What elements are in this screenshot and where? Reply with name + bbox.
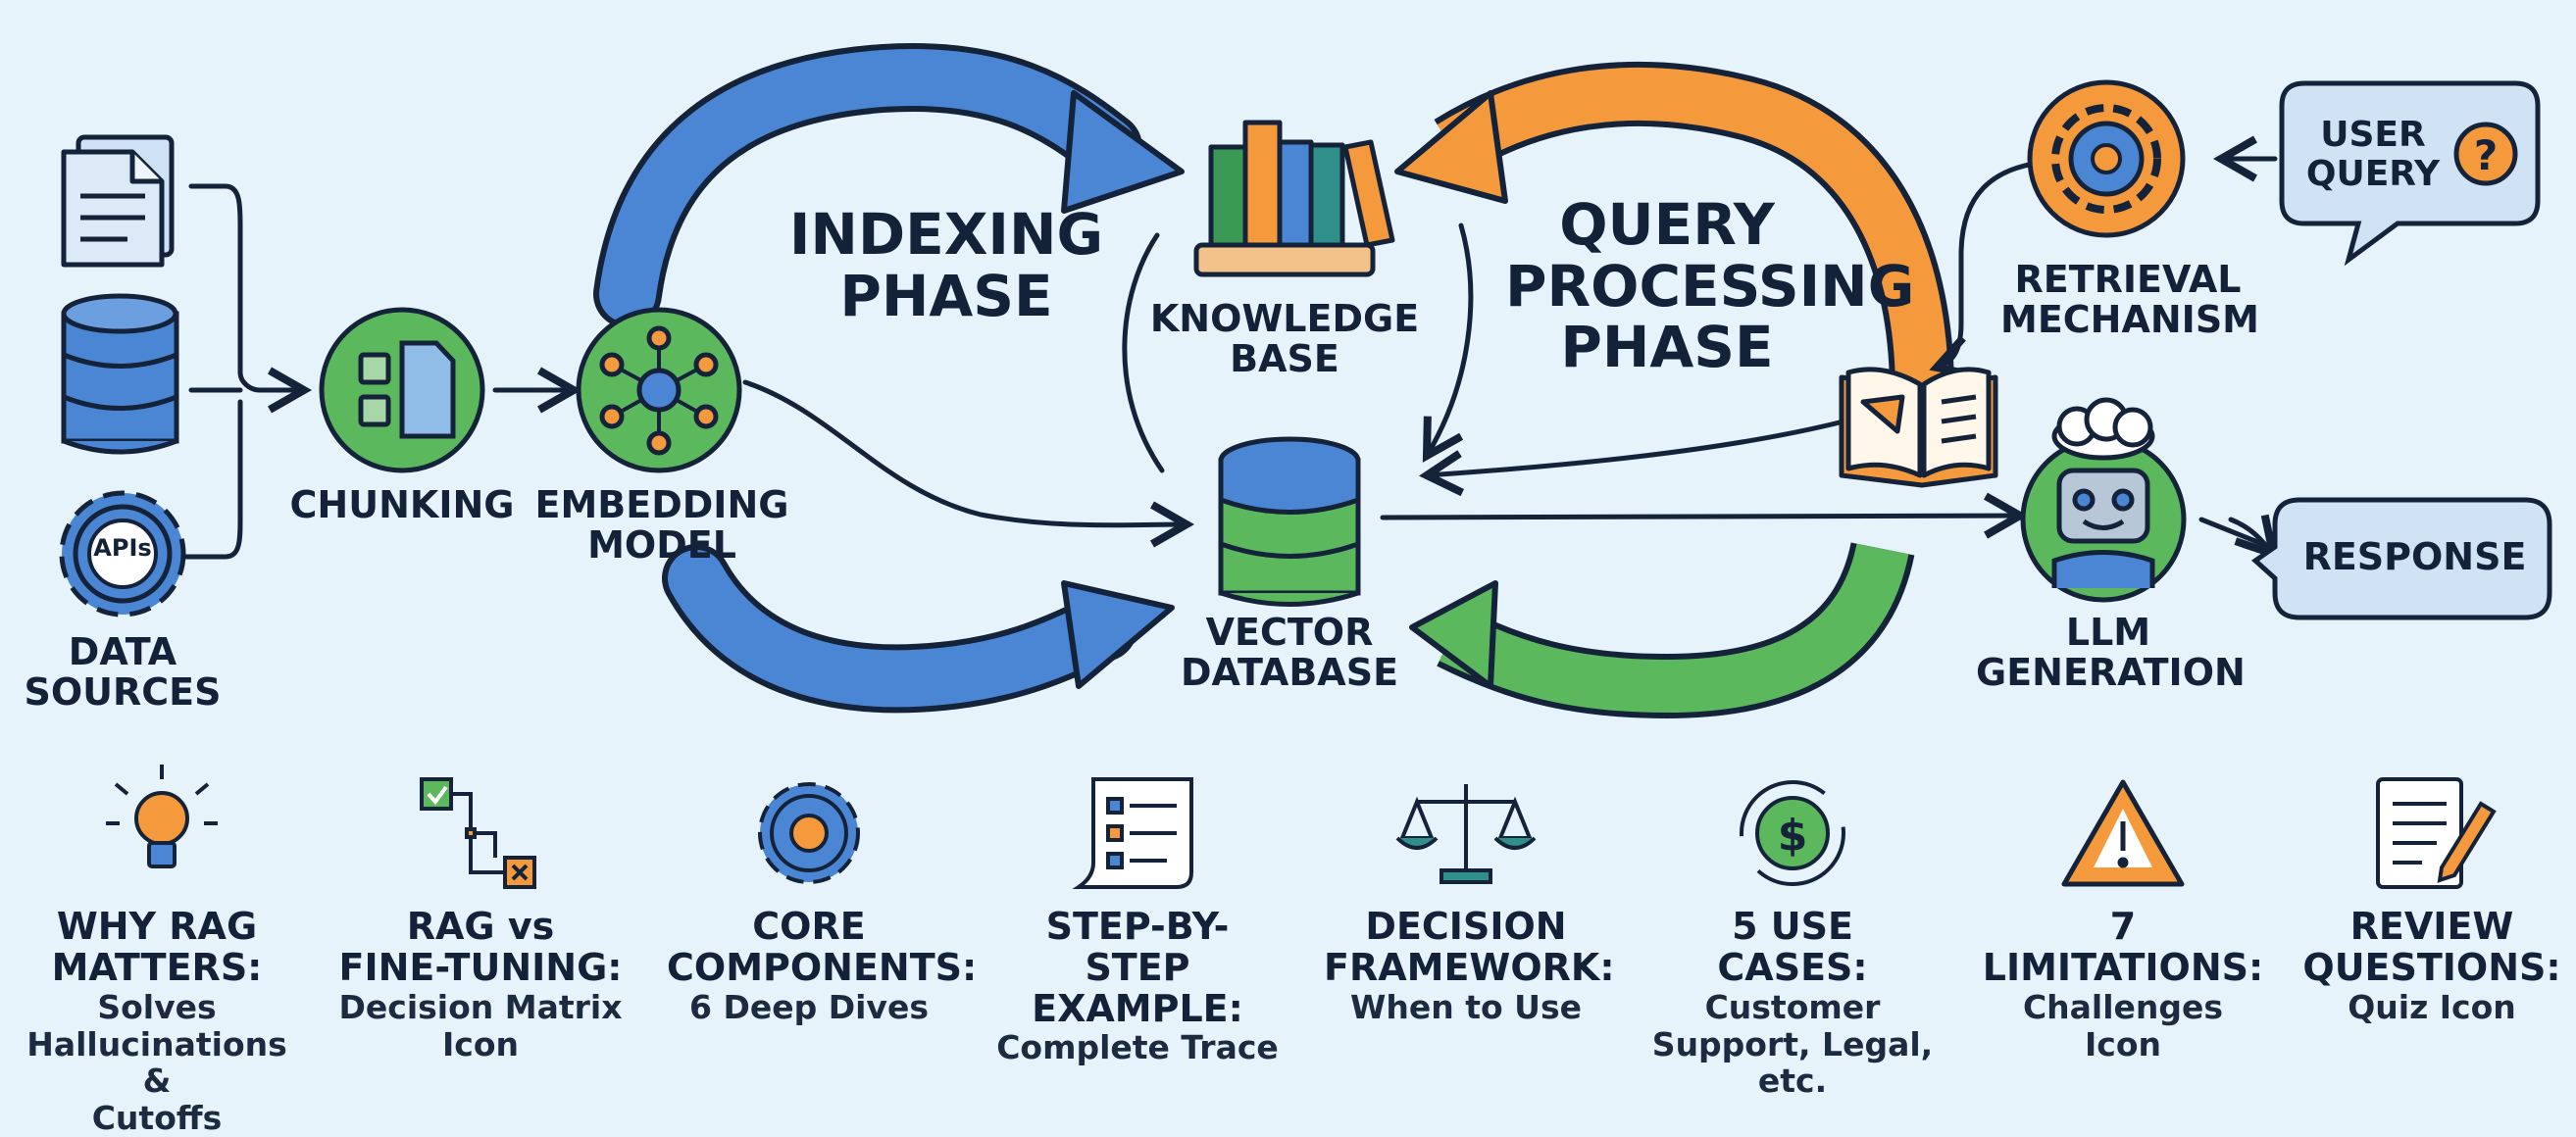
topic-subtitle-line: Quiz Icon	[2348, 987, 2516, 1026]
query-phase-line1: QUERY	[1559, 191, 1775, 258]
topic-subtitle-line: Cutoffs	[91, 1099, 223, 1137]
chunking-icon	[319, 307, 485, 473]
vector-db-label: VECTOR DATABASE	[1147, 611, 1432, 695]
topic-subtitle-line: Challenges Icon	[2022, 987, 2224, 1063]
topic-title-line: RAG vs	[406, 905, 555, 948]
indexing-phase-line1: INDEXING	[788, 201, 1104, 268]
topic-title-line: STEP-BY-STEP	[1045, 905, 1230, 989]
llm-line2: GENERATION	[1976, 651, 2246, 695]
topic-subtitle-line: Customer	[1704, 987, 1881, 1026]
topic-subtitle-line: When to Use	[1349, 987, 1582, 1026]
vector-db-line1: VECTOR	[1205, 611, 1374, 654]
query-phase-line2: PROCESSING	[1505, 252, 1915, 320]
retrieval-line2: MECHANISM	[2000, 298, 2259, 342]
topic-card: 7 LIMITATIONS:Challenges Icon	[1981, 905, 2265, 1063]
retrieval-label: RETRIEVAL MECHANISM	[2000, 258, 2259, 342]
topic-title-line: 7 LIMITATIONS:	[1982, 905, 2264, 989]
topic-title-line: MATTERS:	[51, 945, 263, 989]
books-icon	[1193, 120, 1395, 277]
topic-subtitle-line: Decision Matrix	[338, 987, 623, 1026]
response-label: RESPONSE	[2302, 535, 2527, 578]
embedding-line2: MODEL	[587, 523, 736, 568]
lightbulb-icon	[106, 765, 218, 868]
indexing-phase-line2: PHASE	[839, 262, 1053, 329]
checklist-scroll-icon	[1072, 777, 1193, 889]
topic-title-line: DECISION	[1365, 905, 1567, 948]
topic-title-line: FRAMEWORK:	[1324, 945, 1615, 989]
topic-title-line: FINE-TUNING:	[338, 945, 623, 989]
document-icon	[61, 134, 175, 268]
topic-subtitle-line: Support, Legal,	[1651, 1024, 1934, 1063]
topic-title-line: COMPONENTS:	[667, 945, 978, 989]
embedding-label: EMBEDDING MODEL	[525, 483, 799, 568]
api-gear-icon	[59, 490, 186, 618]
topic-title-line: WHY RAG	[56, 905, 258, 948]
llm-label: LLM GENERATION	[1976, 611, 2246, 695]
topic-title-line: QUESTIONS:	[2302, 945, 2561, 989]
gear-icon	[758, 782, 860, 884]
knowledge-base-label: KNOWLEDGE BASE	[1137, 297, 1432, 381]
topic-subtitle-line: Solves	[97, 987, 217, 1026]
chunking-label: CHUNKING	[289, 483, 515, 526]
warning-icon	[2061, 779, 2185, 887]
topic-subtitle-line: Icon	[441, 1024, 519, 1063]
vector-database-icon	[1218, 436, 1361, 607]
user-query-label: USER QUERY	[2295, 116, 2451, 193]
topic-subtitle-line: Hallucinations &	[26, 1024, 287, 1101]
user-query-bubble: ?	[2279, 80, 2541, 267]
indexing-bottom-arc	[662, 544, 1175, 714]
open-book-icon	[1839, 367, 1998, 488]
llm-line1: LLM	[2065, 611, 2151, 654]
quiz-icon	[2376, 777, 2497, 889]
query-phase-line3: PHASE	[1560, 314, 1774, 381]
topic-title-line: 5 USE CASES:	[1717, 905, 1868, 989]
embedding-icon	[576, 307, 742, 473]
data-sources-line1: DATA	[68, 630, 177, 673]
query-orange-arc	[1394, 61, 1954, 393]
data-sources-label: DATA SOURCES	[20, 630, 226, 715]
dollar-cycle-icon: $	[1740, 780, 1845, 886]
decision-matrix-icon	[420, 777, 536, 889]
embedding-line1: EMBEDDING	[534, 483, 789, 526]
robot-icon	[2020, 397, 2187, 603]
svg-text:$: $	[1778, 811, 1808, 861]
indexing-top-arc	[593, 43, 1185, 328]
query-phase-title: QUERY PROCESSING PHASE	[1505, 191, 1915, 381]
question-icon	[2453, 122, 2518, 186]
connectors	[183, 135, 2279, 561]
topic-title-line: REVIEW	[2349, 905, 2514, 948]
database-icon	[61, 293, 179, 455]
scales-icon	[1395, 784, 1537, 884]
retrieval-line1: RETRIEVAL	[2014, 258, 2242, 301]
retrieval-gear-icon	[2027, 79, 2186, 238]
data-sources-line2: SOURCES	[24, 670, 222, 715]
api-badge-label: APIs	[93, 534, 152, 562]
user-query-line1: USER	[2320, 115, 2426, 155]
knowledge-base-line1: KNOWLEDGE	[1149, 297, 1420, 340]
topic-subtitle-line: 6 Deep Dives	[689, 987, 929, 1026]
indexing-phase-title: INDEXING PHASE	[784, 204, 1108, 326]
topic-subtitle-line: Complete Trace	[996, 1028, 1279, 1067]
topic-title-line: EXAMPLE:	[1032, 986, 1243, 1030]
vector-db-line2: DATABASE	[1180, 651, 1399, 695]
user-query-line2: QUERY	[2305, 153, 2441, 194]
response-bubble	[2250, 497, 2552, 620]
query-green-arc	[1409, 541, 1915, 719]
topic-subtitle-line: etc.	[1757, 1062, 1828, 1101]
topic-title-line: CORE	[752, 905, 866, 948]
knowledge-base-line2: BASE	[1230, 337, 1339, 381]
svg-text:?: ?	[2474, 131, 2498, 179]
